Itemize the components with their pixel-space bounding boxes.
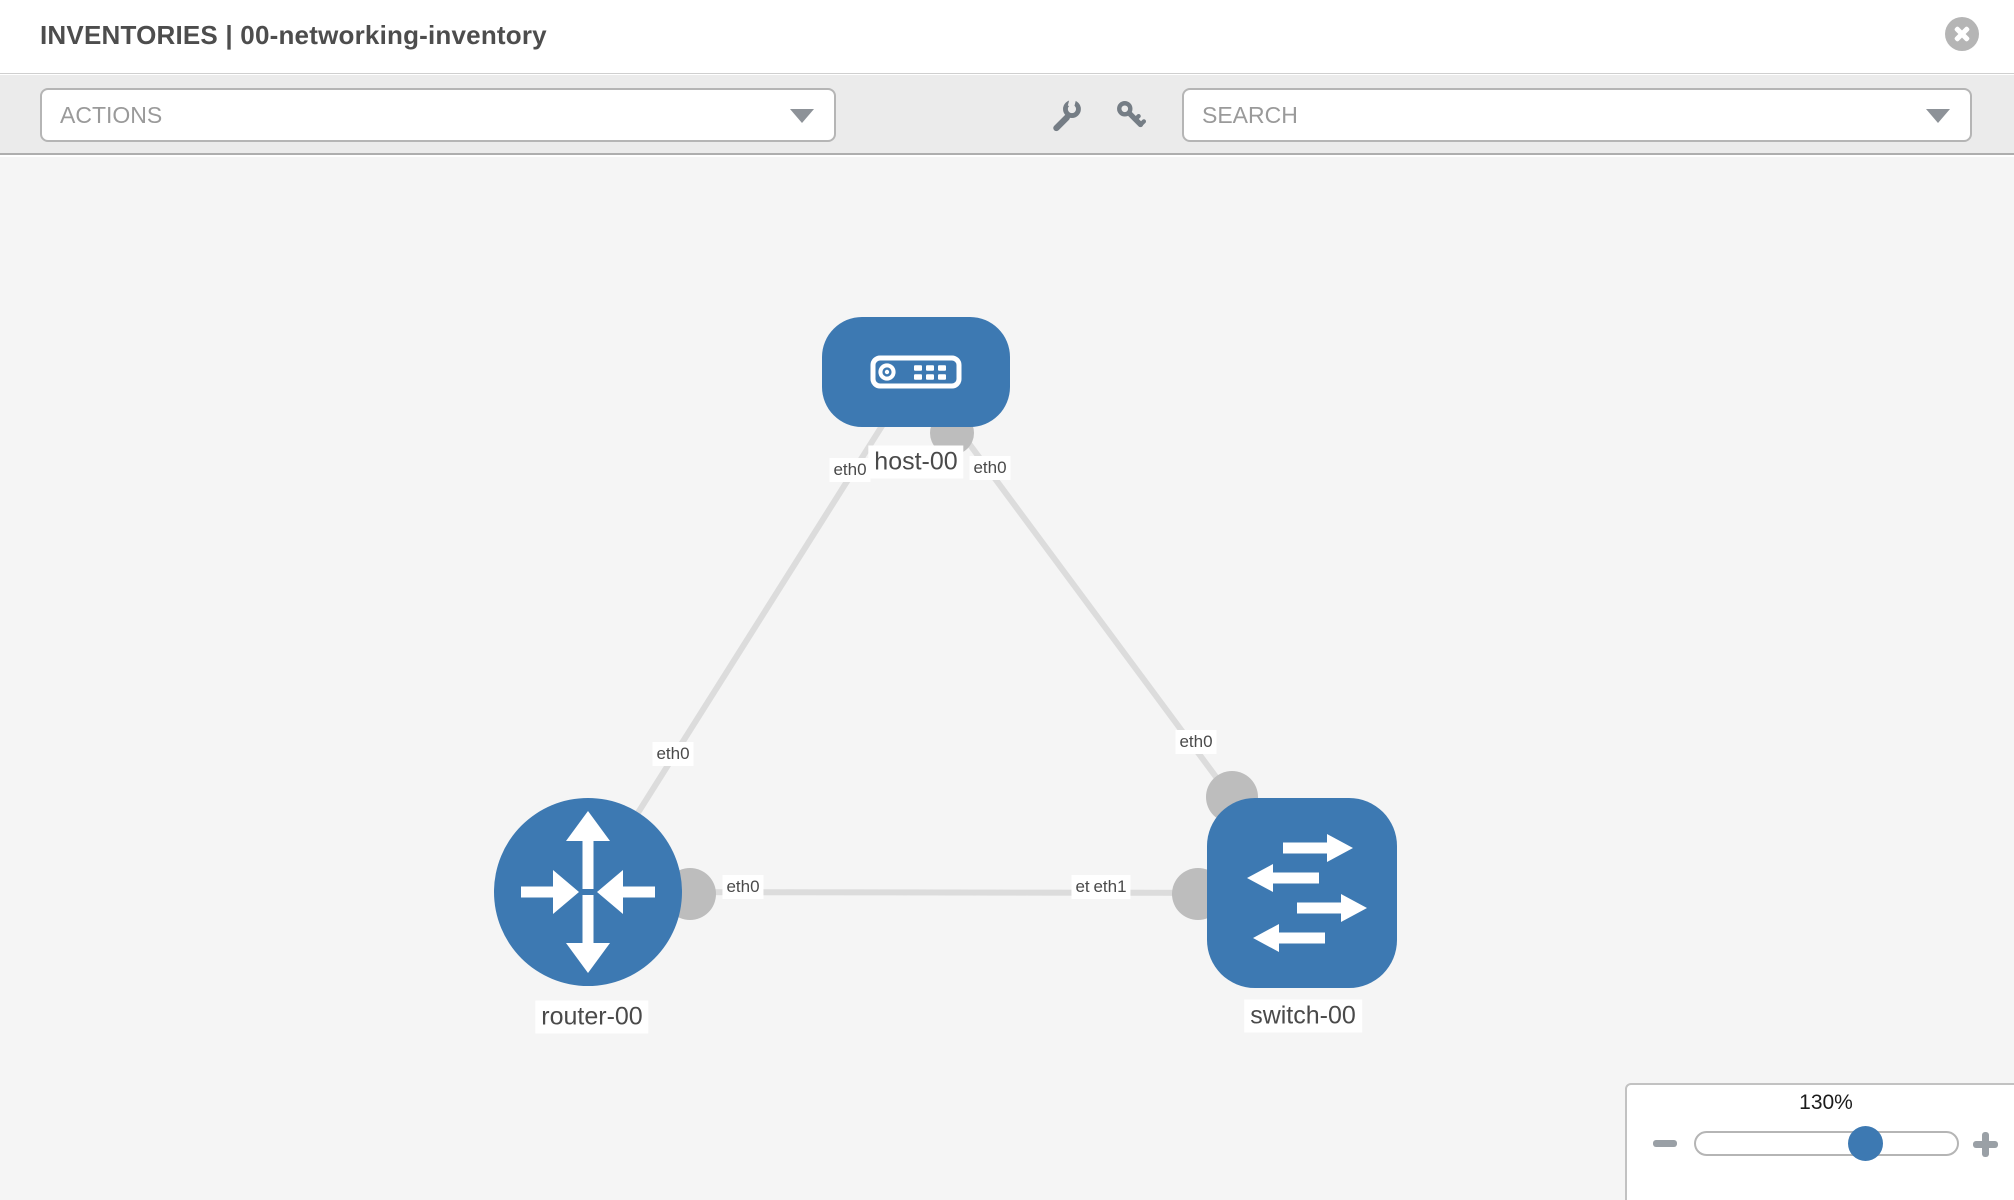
node-router-00[interactable] (494, 798, 682, 986)
chevron-down-icon (790, 109, 814, 123)
chevron-down-icon (1926, 109, 1950, 123)
node-label-router-00: router-00 (535, 1000, 649, 1034)
actions-dropdown[interactable]: ACTIONS (40, 88, 836, 142)
minus-icon[interactable] (1653, 1140, 1677, 1147)
plus-icon[interactable] (1973, 1132, 1998, 1157)
topology-canvas[interactable]: eth0eth0eth0eth0eth0eth0eth1host-00route… (0, 157, 2014, 1200)
interface-label: eth1 (1089, 875, 1131, 899)
interface-label: eth0 (829, 458, 871, 482)
interface-label: eth0 (652, 742, 694, 766)
search-input[interactable]: SEARCH (1182, 88, 1972, 142)
wrench-icon[interactable] (1049, 98, 1083, 132)
page-title: INVENTORIES | 00-networking-inventory (40, 20, 547, 50)
search-input-label: SEARCH (1202, 102, 1298, 128)
node-label-switch-00: switch-00 (1244, 999, 1362, 1033)
zoom-slider-thumb[interactable] (1848, 1126, 1883, 1161)
interface-label: eth0 (722, 875, 764, 899)
zoom-panel: 130% (1625, 1083, 2014, 1200)
interface-label: eth0 (969, 456, 1011, 480)
toolbar: ACTIONS SEARCH (0, 75, 2014, 155)
node-host-00[interactable] (822, 317, 1010, 427)
interface-label: eth0 (1175, 730, 1217, 754)
node-switch-00[interactable] (1207, 798, 1397, 988)
close-icon[interactable] (1945, 17, 1979, 51)
node-label-host-00: host-00 (868, 445, 964, 479)
zoom-slider-track[interactable] (1694, 1131, 1959, 1156)
header: INVENTORIES | 00-networking-inventory (0, 0, 2014, 74)
topology-svg (494, 317, 1397, 988)
key-icon[interactable] (1114, 98, 1148, 132)
zoom-level: 130% (1799, 1091, 1853, 1114)
actions-dropdown-label: ACTIONS (60, 102, 163, 128)
